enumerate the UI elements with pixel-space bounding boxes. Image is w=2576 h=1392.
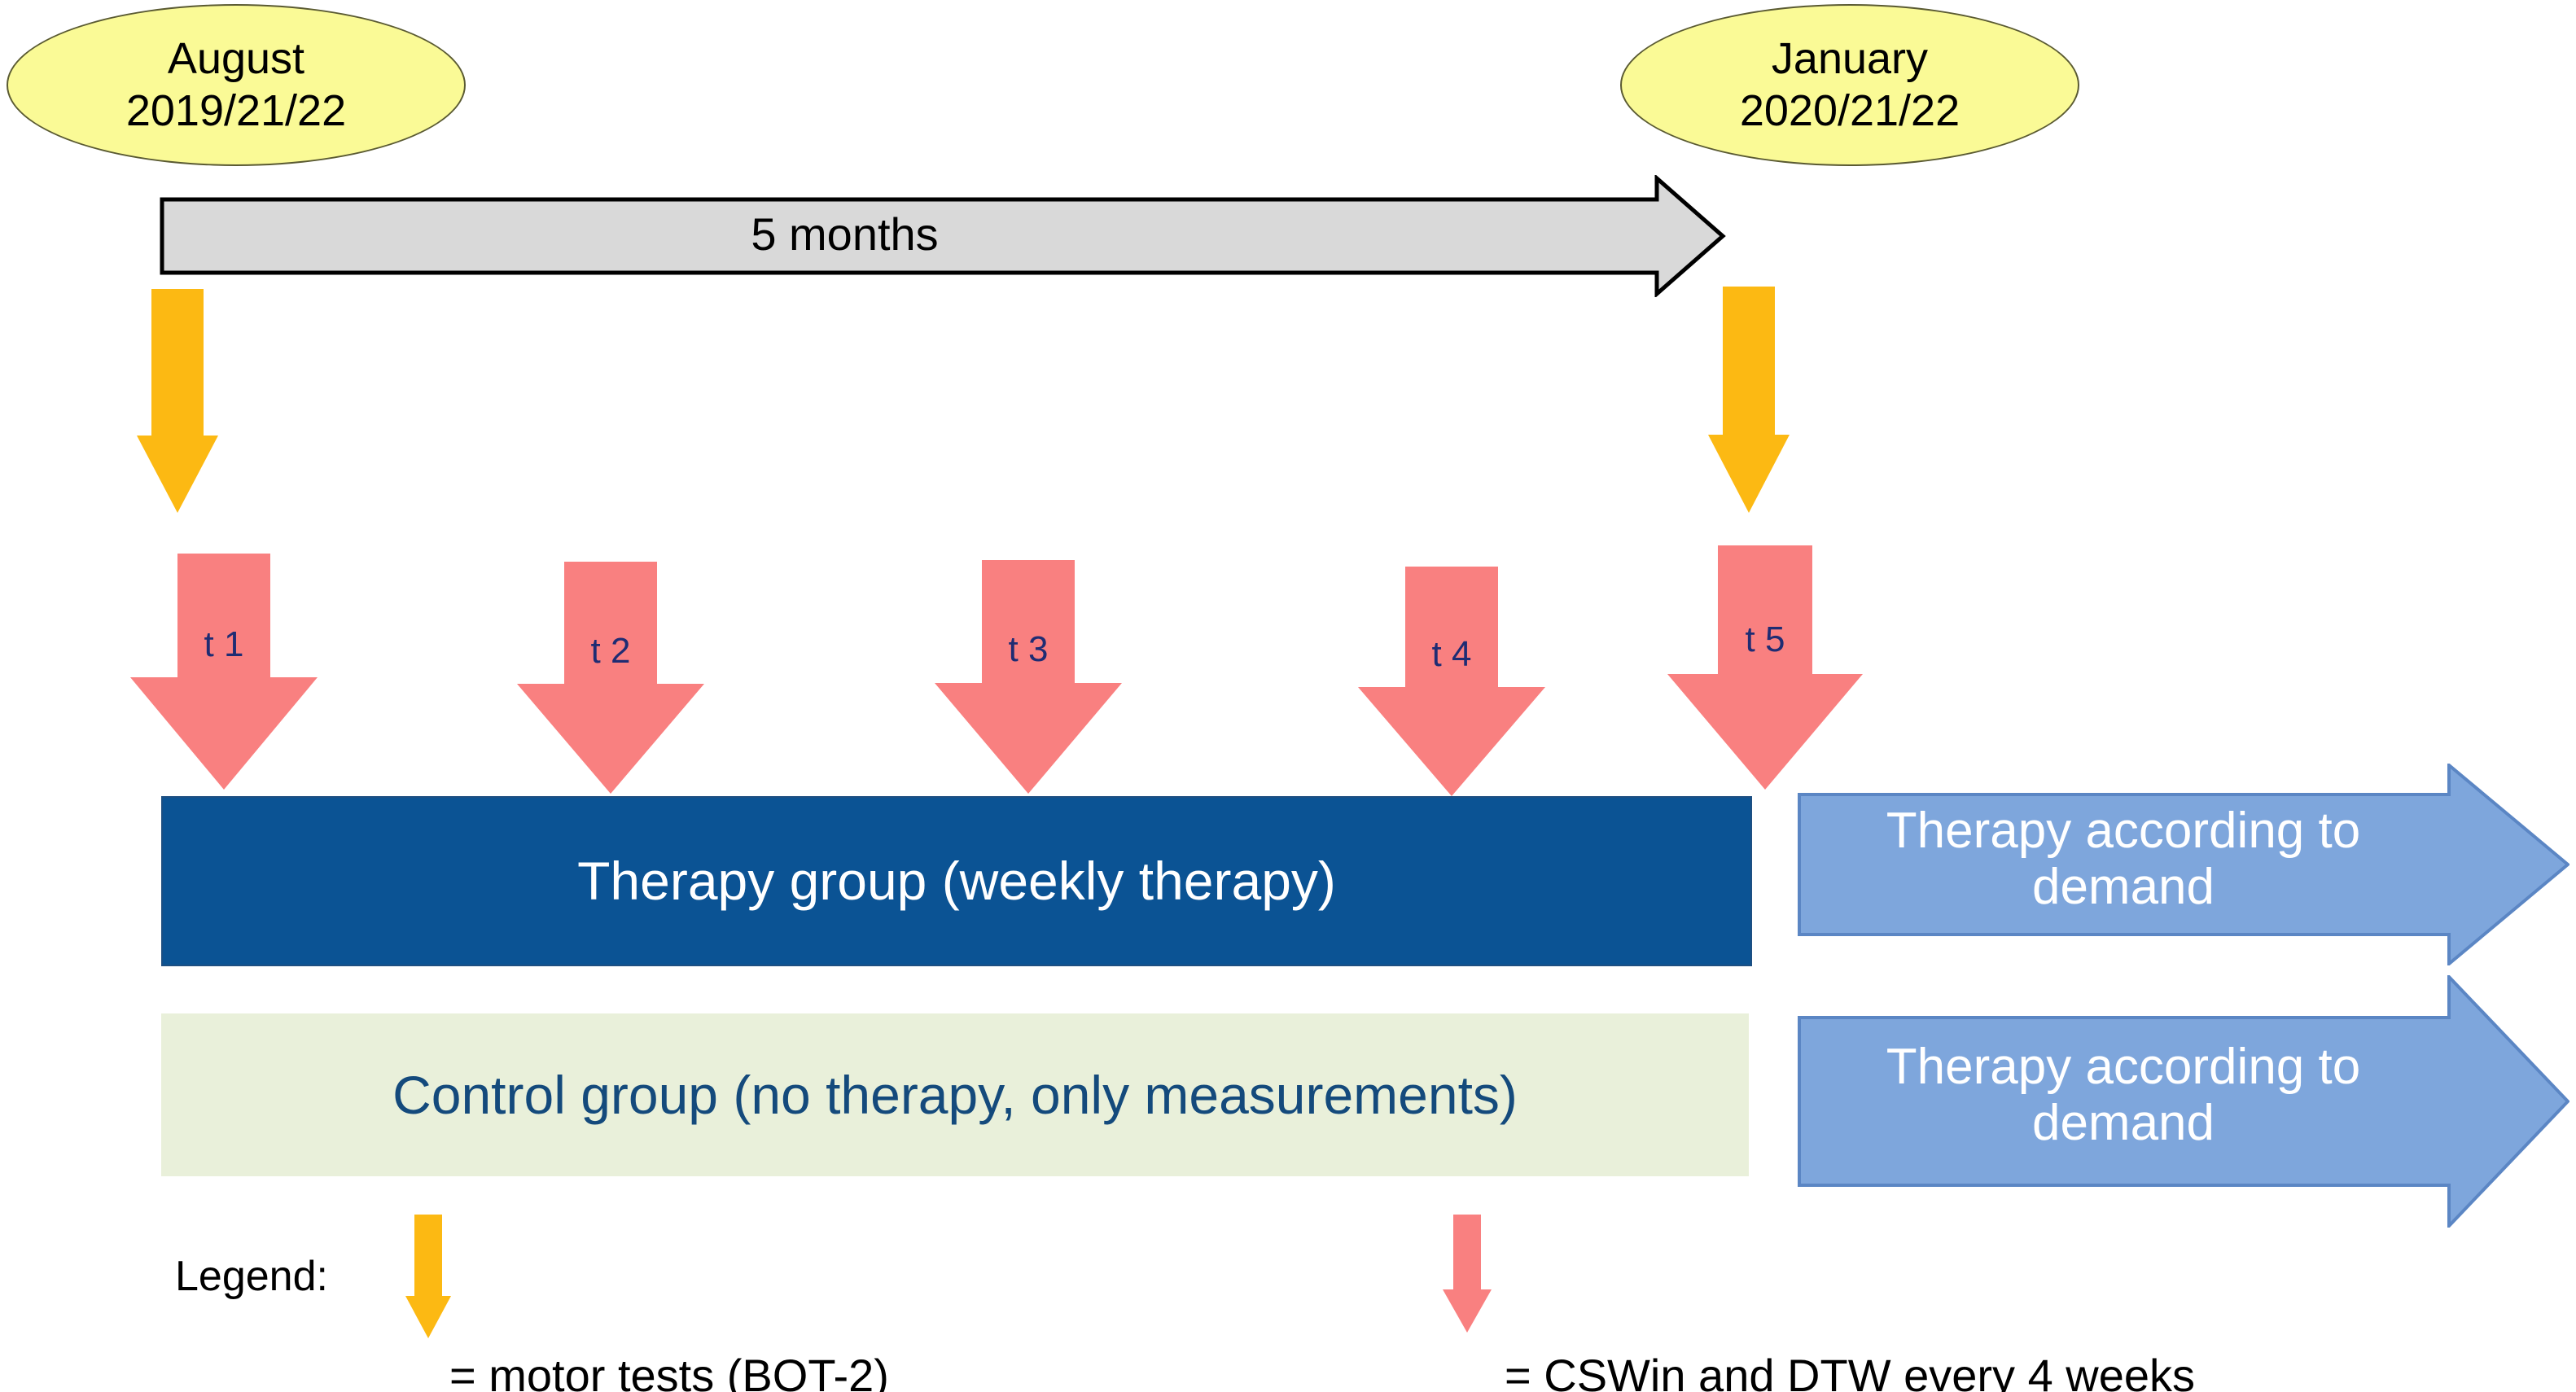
timeline-duration-label: 5 months: [751, 208, 939, 260]
legend-cswin-text: = CSWin and DTW every 4 weeks: [1505, 1241, 2195, 1392]
measurement-label-t2: t 2: [590, 631, 631, 671]
followup-arrow-line1-1: Therapy according to: [1886, 803, 2361, 859]
control-group-label: Control group (no therapy, only measurem…: [392, 1064, 1518, 1125]
therapy-group-bar: Therapy group (weekly therapy): [161, 796, 1752, 966]
followup-arrow-line2-2: demand: [2031, 1095, 2215, 1152]
start-date-ellipse: August 2019/21/22: [7, 4, 466, 166]
measurement-label-t3: t 3: [1008, 629, 1049, 669]
legend-motor-test-icon-wrap: [405, 1215, 451, 1338]
start-date-month: August: [167, 33, 305, 83]
timeline-arrow-shape: [160, 173, 1726, 299]
followup-arrow-label-2: Therapy according to demand: [1806, 1039, 2441, 1152]
followup-arrow-line2-1: demand: [2031, 859, 2215, 916]
measurement-arrow-t5: t 5: [1667, 545, 1863, 790]
pink-down-arrow-icon: [935, 560, 1122, 794]
yellow-down-arrow-icon: [1708, 287, 1790, 513]
pink-down-arrow-icon: [130, 554, 318, 790]
end-date-ellipse: January 2020/21/22: [1620, 4, 2079, 166]
followup-arrow-control-group: Therapy according to demand: [1798, 973, 2570, 1230]
measurement-label-t1: t 1: [204, 624, 244, 664]
timeline-duration-arrow: 5 months: [159, 173, 1726, 299]
pink-down-arrow-icon: [517, 562, 704, 794]
start-date-years: 2019/21/22: [125, 85, 347, 135]
motor-test-arrow-t5: [1708, 287, 1790, 513]
end-date-month: January: [1771, 33, 1929, 83]
legend-cswin-icon-wrap: [1443, 1215, 1492, 1333]
measurement-label-t5: t 5: [1745, 619, 1785, 659]
followup-arrow-therapy-group: Therapy according to demand: [1798, 761, 2571, 968]
legend-cswin-line1: = CSWin and DTW every 4 weeks: [1505, 1350, 2196, 1392]
blue-right-arrow-shape: [1798, 973, 2570, 1230]
end-date-years: 2020/21/22: [1739, 85, 1960, 135]
followup-arrow-line1-2: Therapy according to: [1886, 1039, 2361, 1095]
yellow-down-arrow-icon: [137, 289, 218, 513]
blue-right-arrow-shape: [1798, 761, 2571, 968]
pink-down-arrow-icon: [1667, 545, 1863, 790]
yellow-down-arrow-icon: [405, 1215, 451, 1338]
pink-down-arrow-icon: [1443, 1215, 1492, 1333]
motor-test-arrow-t1: [137, 289, 218, 513]
measurement-arrow-t3: t 3: [935, 560, 1122, 794]
pink-down-arrow-icon: [1358, 567, 1545, 796]
control-group-bar: Control group (no therapy, only measurem…: [161, 1013, 1749, 1176]
measurement-arrow-t1: t 1: [130, 554, 318, 790]
measurement-arrow-t2: t 2: [517, 562, 704, 794]
measurement-label-t4: t 4: [1431, 634, 1472, 674]
legend-motor-test-text: = motor tests (BOT-2) handwriting self-c…: [449, 1241, 992, 1392]
followup-arrow-label-1: Therapy according to demand: [1806, 803, 2441, 916]
therapy-group-label: Therapy group (weekly therapy): [577, 851, 1336, 912]
legend-motor-test-line1: = motor tests (BOT-2): [449, 1350, 889, 1392]
measurement-arrow-t4: t 4: [1358, 567, 1545, 796]
legend-title: Legend:: [175, 1253, 328, 1300]
